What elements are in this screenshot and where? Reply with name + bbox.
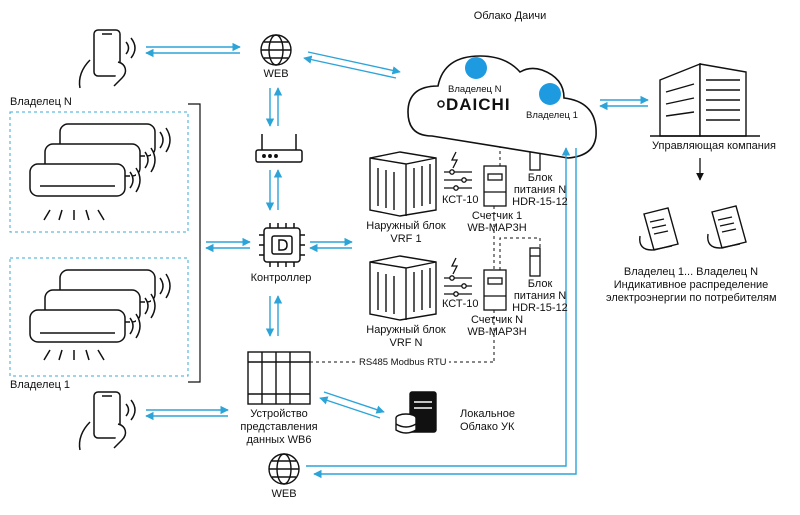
outdoor-unit-1-label-line2: VRF 1	[390, 233, 422, 245]
cloud-title: Облако Даичи	[473, 10, 547, 22]
psu-n-label-line3: HDR-15-12	[512, 302, 568, 314]
meter-n-label-line1: Счетчик N	[470, 314, 524, 326]
cloud-node-owner-n	[465, 57, 487, 79]
cloud-node-owner-1	[539, 83, 561, 105]
power-supply-n-icon	[529, 247, 541, 277]
kst-icon-1	[444, 151, 472, 191]
phone-hand-bottom-icon	[78, 391, 136, 451]
cloud-node-right-label: Владелец 1	[526, 110, 578, 121]
wb6-label-line3: данных WB6	[246, 434, 312, 446]
meter-1-label-line2: WB-MAP3H	[467, 222, 527, 234]
owner-group-bottom-label: Владелец 1	[10, 379, 71, 391]
indoor-units-top-icon	[29, 123, 171, 221]
distribution-line2: Индикативное распределение	[613, 279, 769, 291]
outdoor-unit-n-label-line1: Наружный блок	[366, 324, 446, 336]
meter-1-icon	[483, 165, 507, 207]
local-server-icon	[395, 391, 437, 434]
company-building-icon	[650, 62, 760, 137]
document-owner-1-icon	[639, 207, 679, 251]
meter-1-label-line1: Счетчик 1	[471, 210, 523, 222]
controller-chip-icon	[259, 223, 305, 267]
psu-1-label-line1: Блок	[527, 172, 553, 184]
outdoor-unit-1-label-line1: Наружный блок	[366, 220, 446, 232]
owner-1-group-box	[9, 257, 189, 377]
psu-1-label-line3: HDR-15-12	[512, 196, 568, 208]
outdoor-unit-n-label-line2: VRF N	[389, 337, 423, 349]
daichi-logo: DAICHI	[446, 95, 511, 114]
document-owner-n-icon	[707, 205, 747, 249]
owner-bracket	[188, 103, 201, 383]
router-icon	[255, 134, 303, 163]
web-globe-bottom-icon	[268, 453, 300, 485]
owner-n-group-box	[9, 111, 189, 233]
distribution-line1: Владелец 1... Владелец N	[623, 266, 759, 278]
cloud-node-left-label: Владелец N	[448, 84, 502, 95]
controller-label: Контроллер	[250, 272, 312, 284]
wb6-label-line1: Устройство	[250, 408, 308, 420]
psu-1-label-line2: питания N	[513, 184, 567, 196]
wb6-label-line2: представления	[240, 421, 318, 433]
daichi-cloud-icon	[407, 55, 597, 159]
phone-hand-top-icon	[78, 29, 136, 89]
outdoor-unit-n-icon	[369, 255, 437, 321]
psu-n-label-line2: питания N	[513, 290, 567, 302]
wb6-device-icon	[247, 351, 311, 405]
bus-label: RS485 Modbus RTU	[356, 357, 450, 368]
kst-icon-2	[444, 257, 472, 297]
distribution-line3: электроэнергии по потребителям	[606, 292, 777, 304]
daichi-logo-mark	[437, 100, 445, 108]
local-cloud-label-line1: Локальное	[460, 408, 515, 420]
company-label: Управляющая компания	[652, 140, 776, 152]
kst-2-label: КСТ-10	[442, 298, 479, 310]
web-globe-top-icon	[260, 34, 292, 66]
kst-1-label: КСТ-10	[442, 194, 479, 206]
meter-n-label-line2: WB-MAP3H	[467, 326, 527, 338]
web-top-label: WEB	[263, 68, 289, 80]
local-cloud-label-line2: Облако УК	[460, 421, 515, 433]
meter-n-icon	[483, 269, 507, 311]
owner-group-top-label: Владелец N	[10, 96, 72, 108]
web-bottom-label: WEB	[271, 488, 297, 500]
data-flow-arrows	[145, 42, 649, 479]
indoor-units-bottom-icon	[29, 269, 171, 361]
outdoor-unit-1-icon	[369, 151, 437, 217]
psu-n-label-line1: Блок	[527, 278, 553, 290]
